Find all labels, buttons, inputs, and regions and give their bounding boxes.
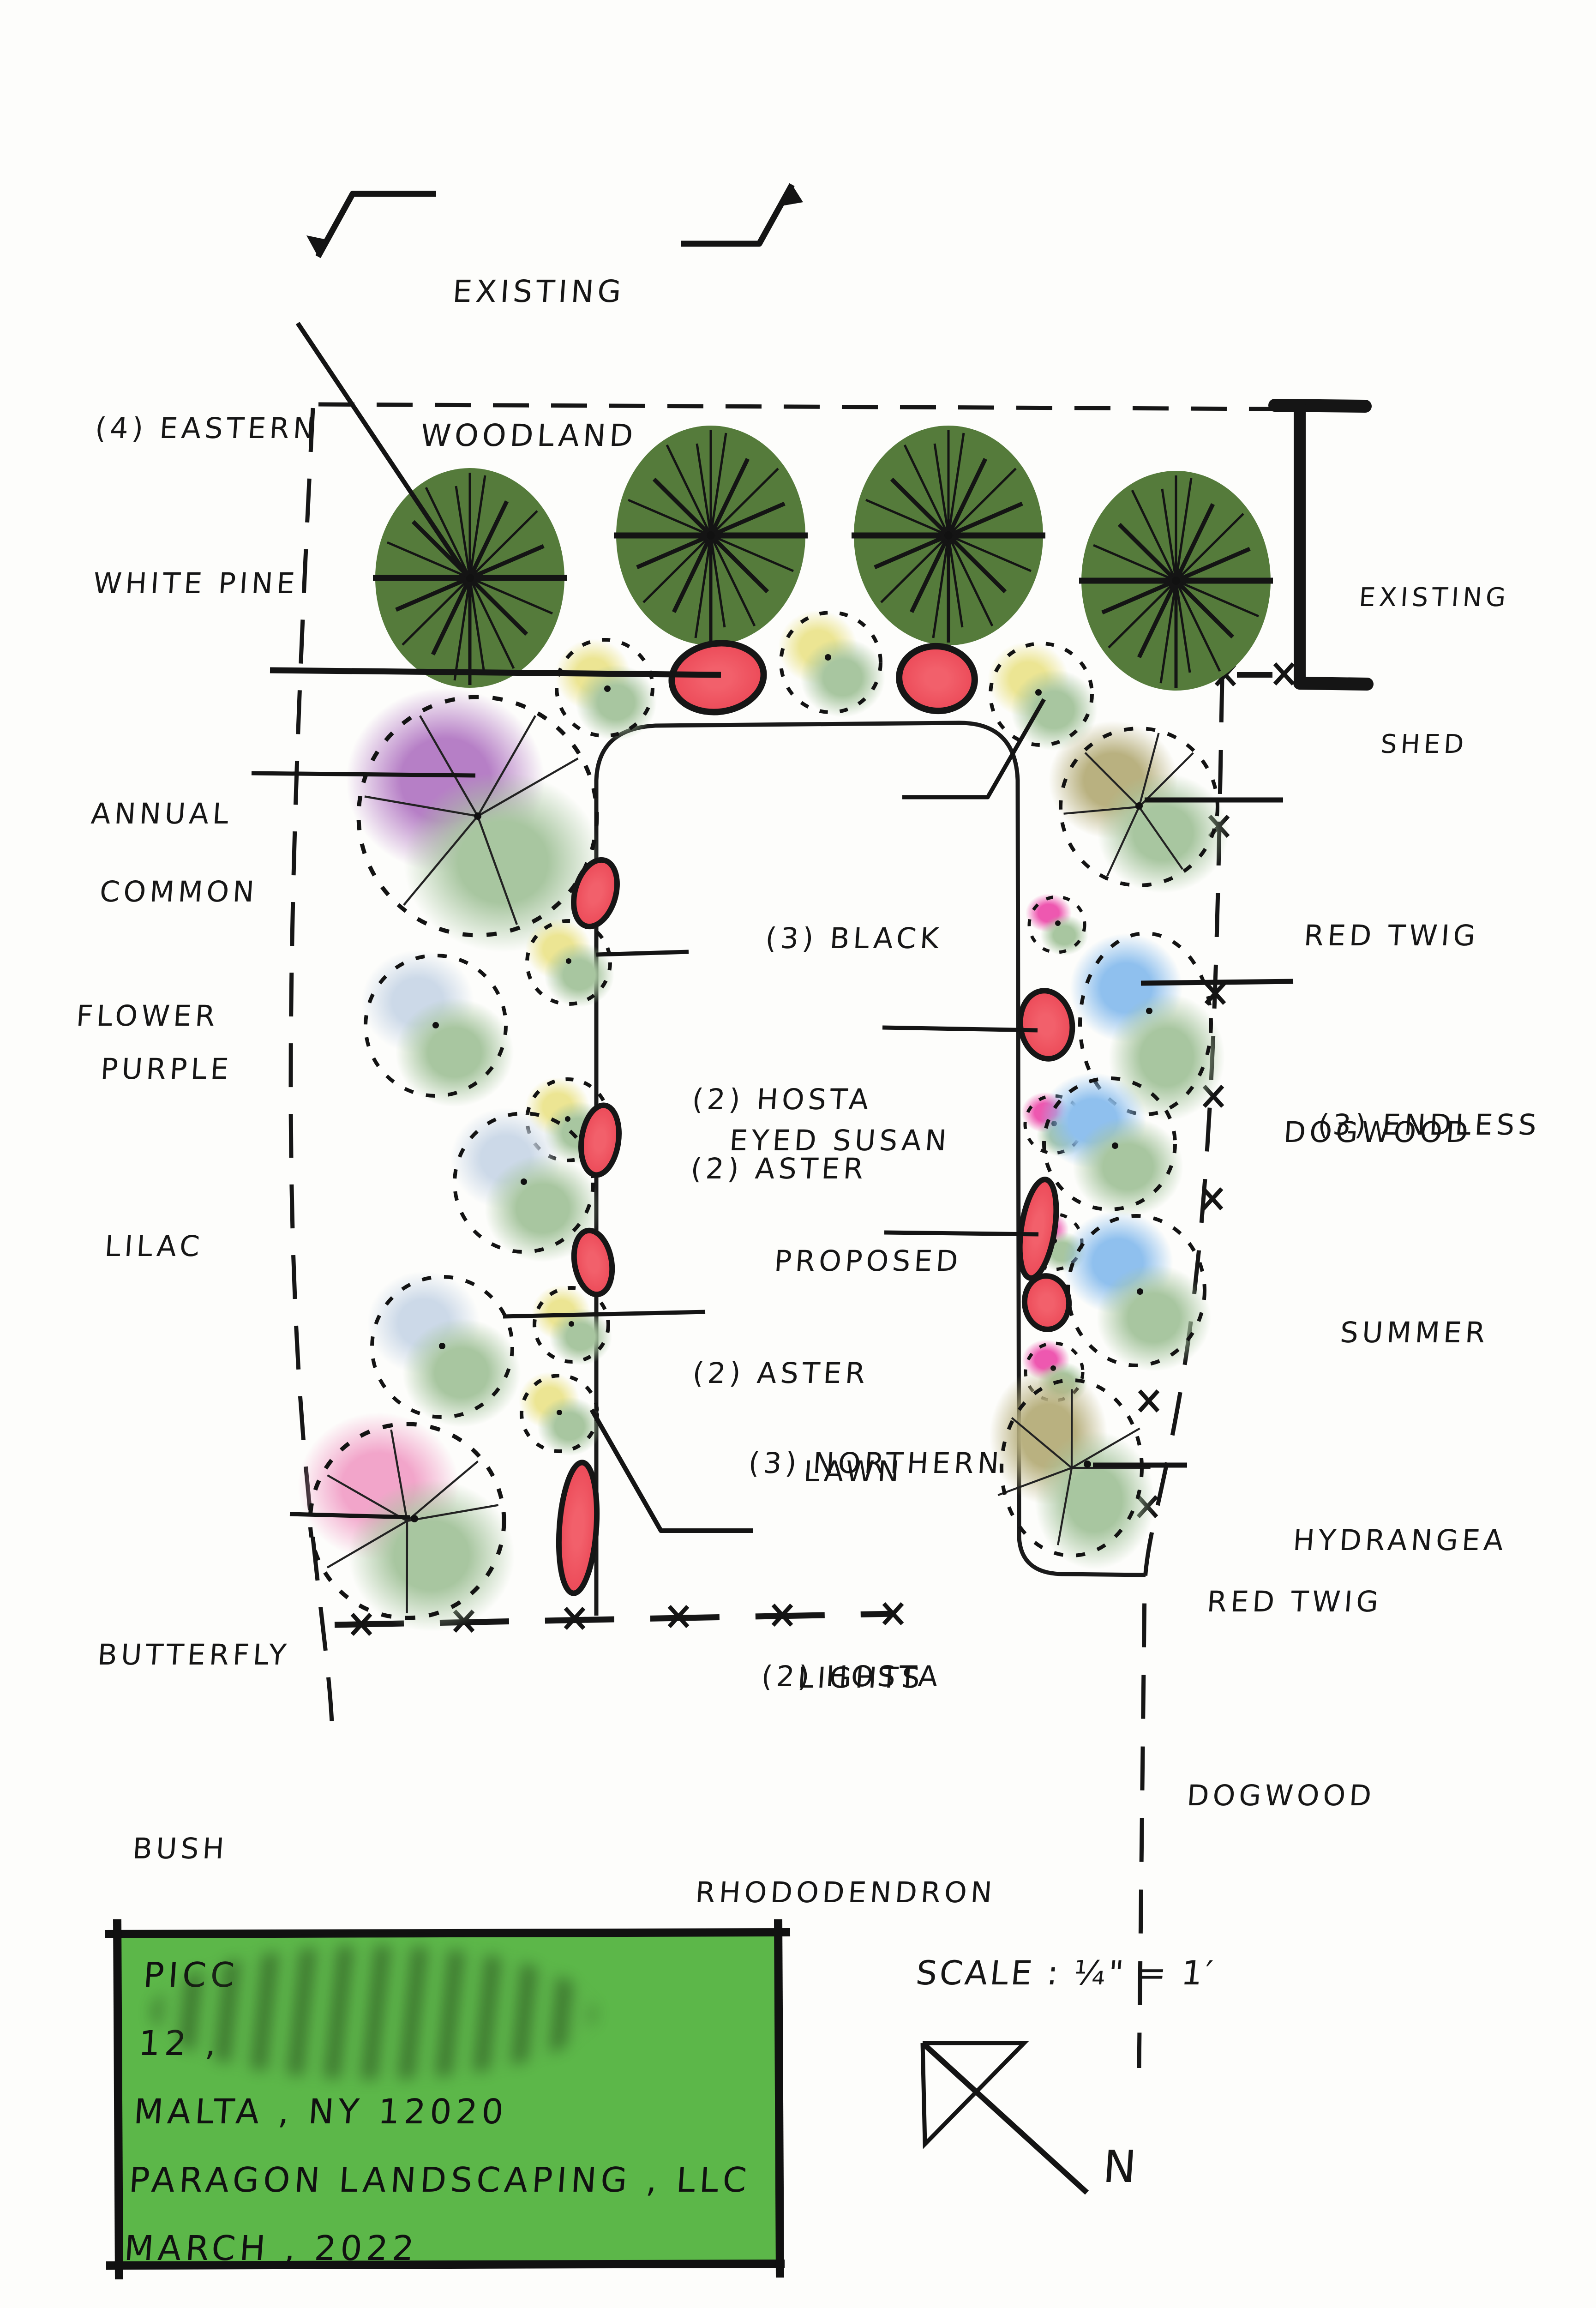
hydrangea-plants <box>1039 932 1225 1371</box>
north-label: N <box>1101 2141 1138 2193</box>
butterfly-bush-plant <box>292 1412 515 1632</box>
existing-woodland-label: EXISTING WOODLAND <box>419 274 638 453</box>
title-block-company: PARAGON LANDSCAPING , LLC <box>127 2160 752 2200</box>
black-eyed-susan-plants <box>555 610 1098 751</box>
red-twig-dogwood-bottom-label: RED TWIG DOGWOOD <box>1186 1585 1383 1812</box>
red-twig-dogwood-plant-top <box>1049 721 1229 896</box>
hosta-plants-left <box>519 919 614 1456</box>
scale-note: SCALE : ¼" = 1′ <box>914 1953 1217 1992</box>
title-block-date: MARCH , 2022 <box>123 2229 420 2268</box>
existing-shed-label: EXISTING SHED <box>1358 583 1511 759</box>
common-purple-lilac-plant <box>346 688 602 952</box>
title-block-box <box>105 1919 791 2280</box>
north-arrow <box>920 2041 1089 2195</box>
existing-shed-outline <box>1268 399 1374 691</box>
title-block-city: MALTA , NY 12020 <box>132 2092 509 2132</box>
redaction-blur-smudge <box>152 1946 595 2080</box>
eastern-white-pine-label: (4) EASTERN WHITE PINE <box>92 411 319 600</box>
annual-flower-blobs-left <box>556 857 622 1596</box>
leader-lines <box>251 183 1294 1533</box>
lawn-outline <box>594 721 1146 1616</box>
arrowheads <box>306 185 803 257</box>
property-boundary-lines <box>288 402 1280 2068</box>
rhododendron-plants <box>361 950 601 1427</box>
hosta-2-label: (2) HOSTA <box>760 1659 943 1693</box>
butterfly-bush-label: BUTTERFLY BUSH <box>96 1638 291 1865</box>
